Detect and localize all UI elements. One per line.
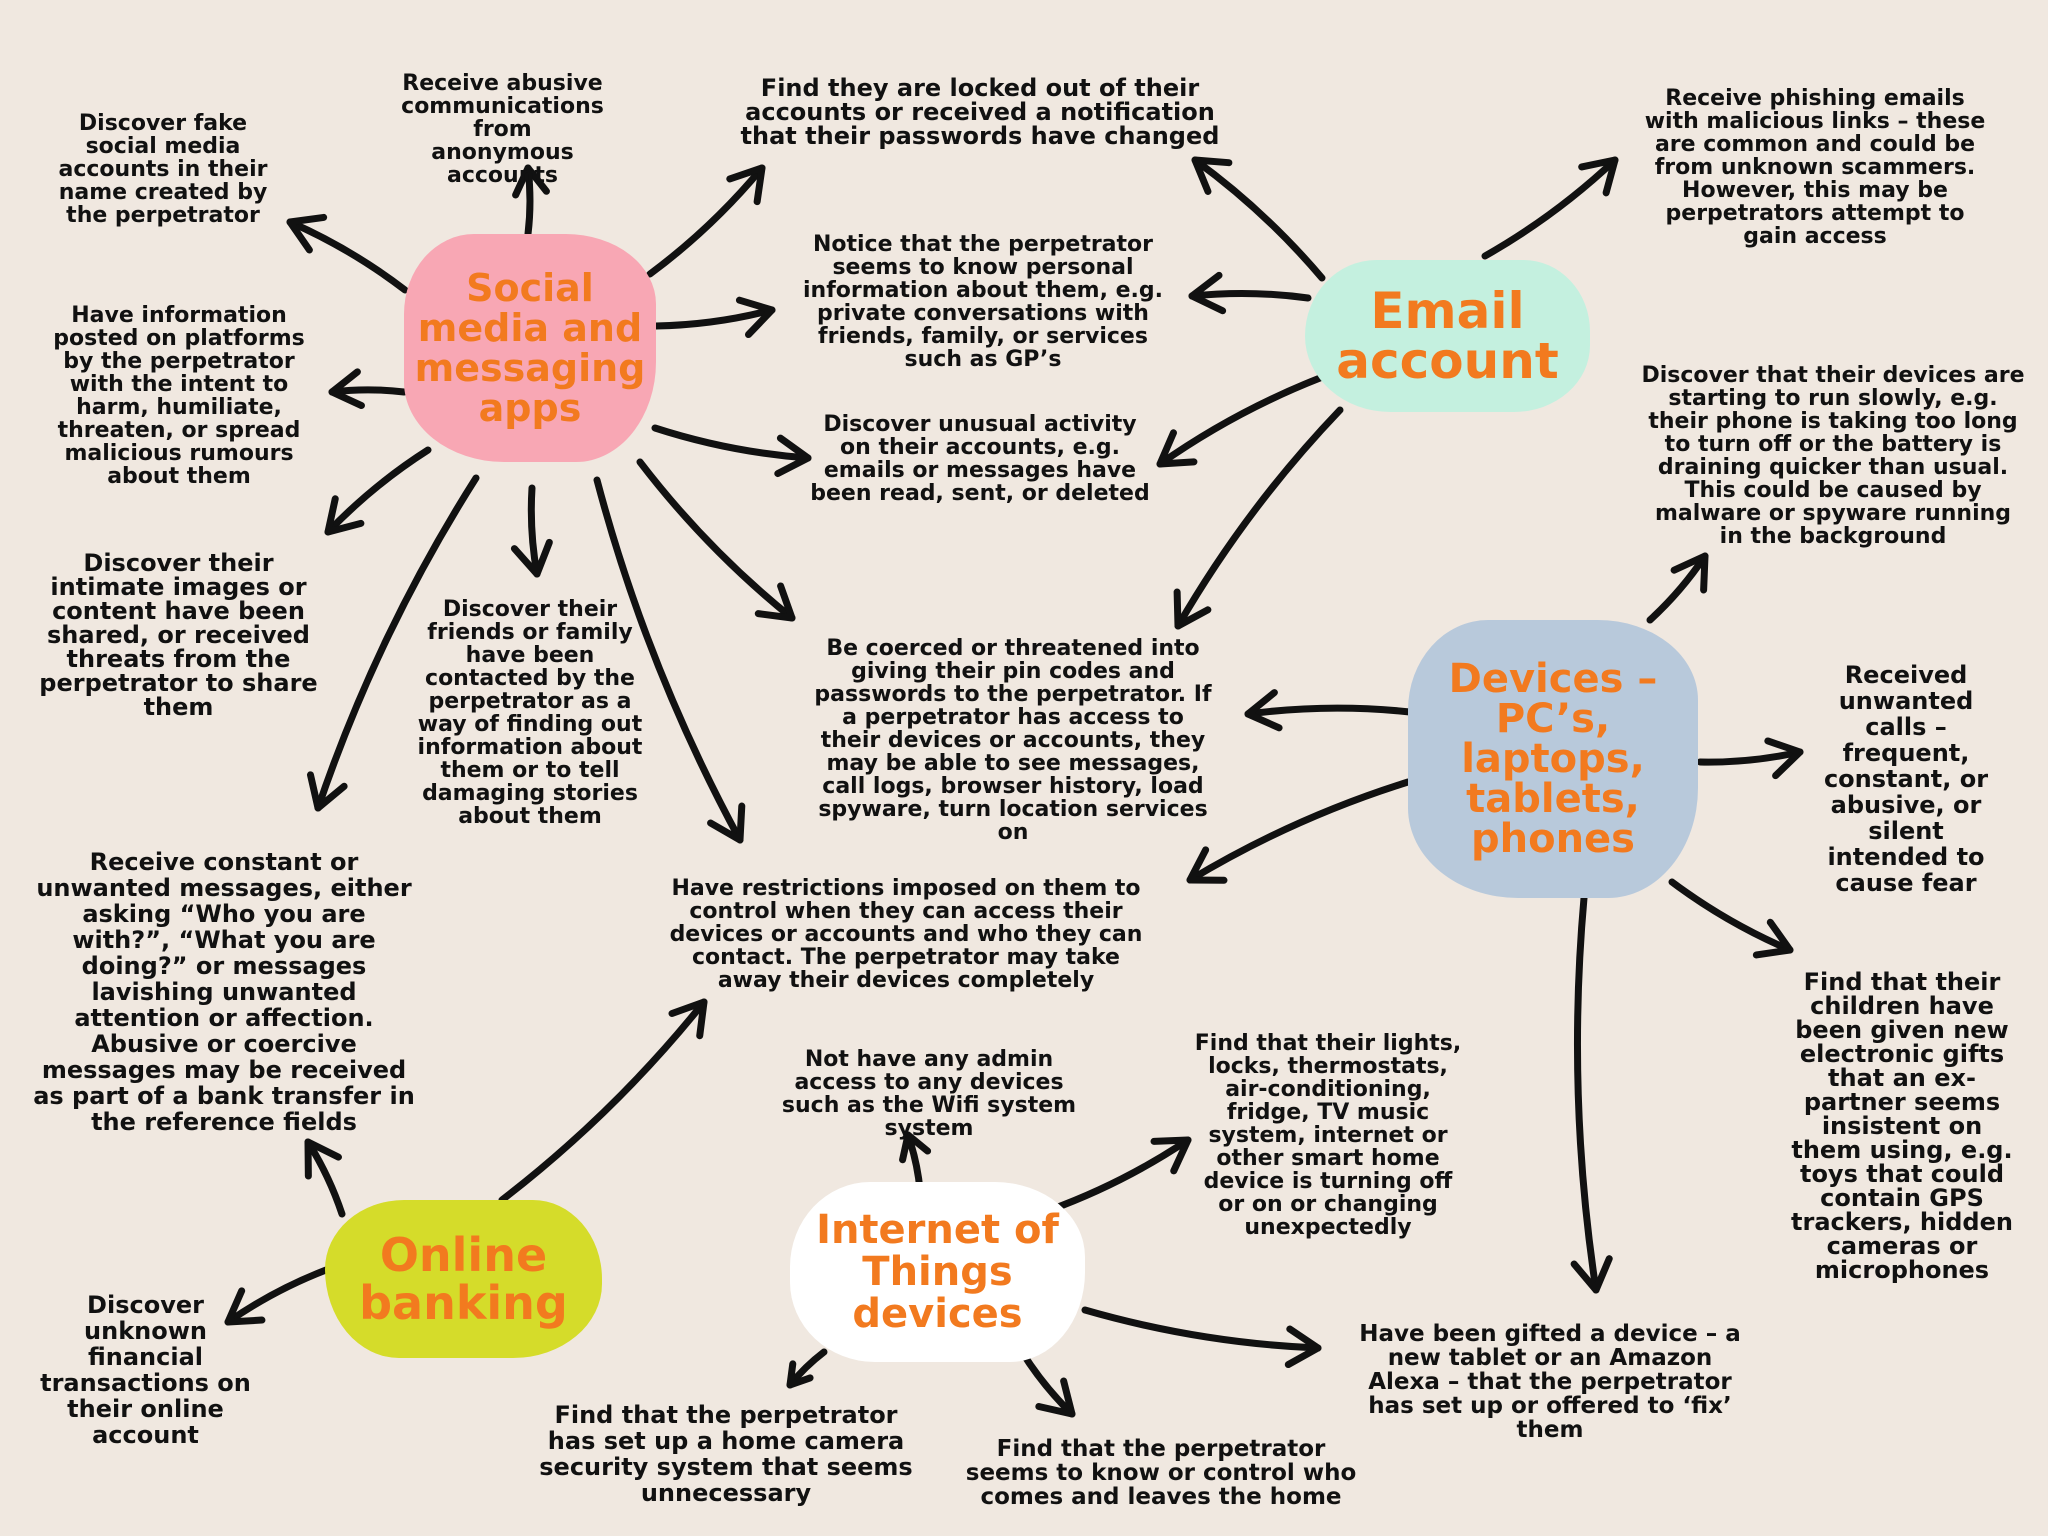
arrow-social-to-intimate-images [324,446,432,536]
note-abusive-communications: Receive abusive communications from anon… [401,71,604,188]
hub-social-media: Social media and messaging apps [404,234,656,462]
arrow-email-to-phishing [1481,156,1619,260]
arrow-devices-to-restrictions [1186,778,1412,884]
arrow-banking-to-constant-messages [304,1138,346,1218]
note-gifted-device: Have been gifted a device – a new tablet… [1359,1321,1741,1443]
note-coerced-pins: Be coerced or threatened into giving the… [814,636,1212,845]
note-slow-devices: Discover that their devices are starting… [1641,363,2025,549]
arrow-social-to-posted-info [328,368,408,410]
arrow-social-to-constant-messages [306,474,480,812]
note-phishing-emails: Receive phishing emails with malicious l… [1644,86,1986,249]
arrow-devices-to-children-gifts [1668,878,1794,959]
arrow-iot-to-home-camera [786,1348,828,1389]
arrow-iot-to-comes-and-leaves [1018,1348,1076,1418]
arrow-social-to-fake-accounts [286,213,409,294]
arrow-social-to-unusual-activity [651,424,812,478]
arrow-devices-to-unwanted-calls [1696,737,1804,780]
note-no-admin-access: Not have any admin access to any devices… [781,1047,1077,1141]
arrow-social-to-abusive-comms [512,164,550,238]
note-smart-home: Find that their lights, locks, thermosta… [1194,1031,1462,1240]
arrow-email-to-coerced-pins [1173,406,1344,630]
hub-devices: Devices – PC’s, laptops, tablets, phones [1408,620,1698,898]
arrow-banking-to-restrictions [498,998,708,1204]
arrow-devices-to-slow-devices [1646,552,1709,624]
note-friends-contacted: Discover their friends or family have be… [417,597,643,829]
arrow-social-to-restrictions [593,476,746,844]
note-fake-accounts: Discover fake social media accounts in t… [58,111,268,228]
note-intimate-images: Discover their intimate images or conten… [39,549,318,721]
arrow-devices-to-coerced-pins [1244,689,1414,732]
note-restrictions: Have restrictions imposed on them to con… [669,876,1143,993]
arrow-iot-to-smart-home [1046,1136,1192,1214]
note-locked-out: Find they are locked out of their accoun… [740,74,1220,150]
hub-online-banking: Online banking [325,1200,602,1358]
arrow-social-to-friends-contacted [510,484,553,578]
arrow-banking-to-unknown-transactions [224,1266,330,1326]
arrow-email-to-unusual-activity [1156,374,1324,468]
note-children-gifts: Find that their children have been given… [1791,968,2013,1284]
hub-email-account: Email account [1305,260,1590,412]
arrow-email-to-personal-info [1188,271,1312,315]
note-comes-and-leaves: Find that the perpetrator seems to know … [965,1436,1357,1510]
note-constant-messages: Receive constant or unwanted messages, e… [33,848,415,1136]
arrow-social-to-personal-info [652,296,776,339]
note-home-camera: Find that the perpetrator has set up a h… [539,1401,913,1507]
note-posted-information: Have information posted on platforms by … [53,303,305,489]
arrow-social-to-locked-out [646,164,766,278]
note-personal-information: Notice that the perpetrator seems to kno… [803,232,1163,372]
note-unwanted-calls: Received unwanted calls – frequent, cons… [1823,661,1989,897]
arrow-social-to-coerced-pins [636,458,796,622]
hub-internet-of-things: Internet of Things devices [790,1182,1085,1362]
arrow-email-to-locked-out [1191,156,1326,282]
arrow-iot-to-gifted-device [1081,1306,1322,1369]
note-unknown-transactions: Discover unknown financial transactions … [40,1291,251,1449]
arrow-devices-to-gifted-device [1570,894,1613,1294]
note-unusual-activity: Discover unusual activity on their accou… [810,412,1150,506]
